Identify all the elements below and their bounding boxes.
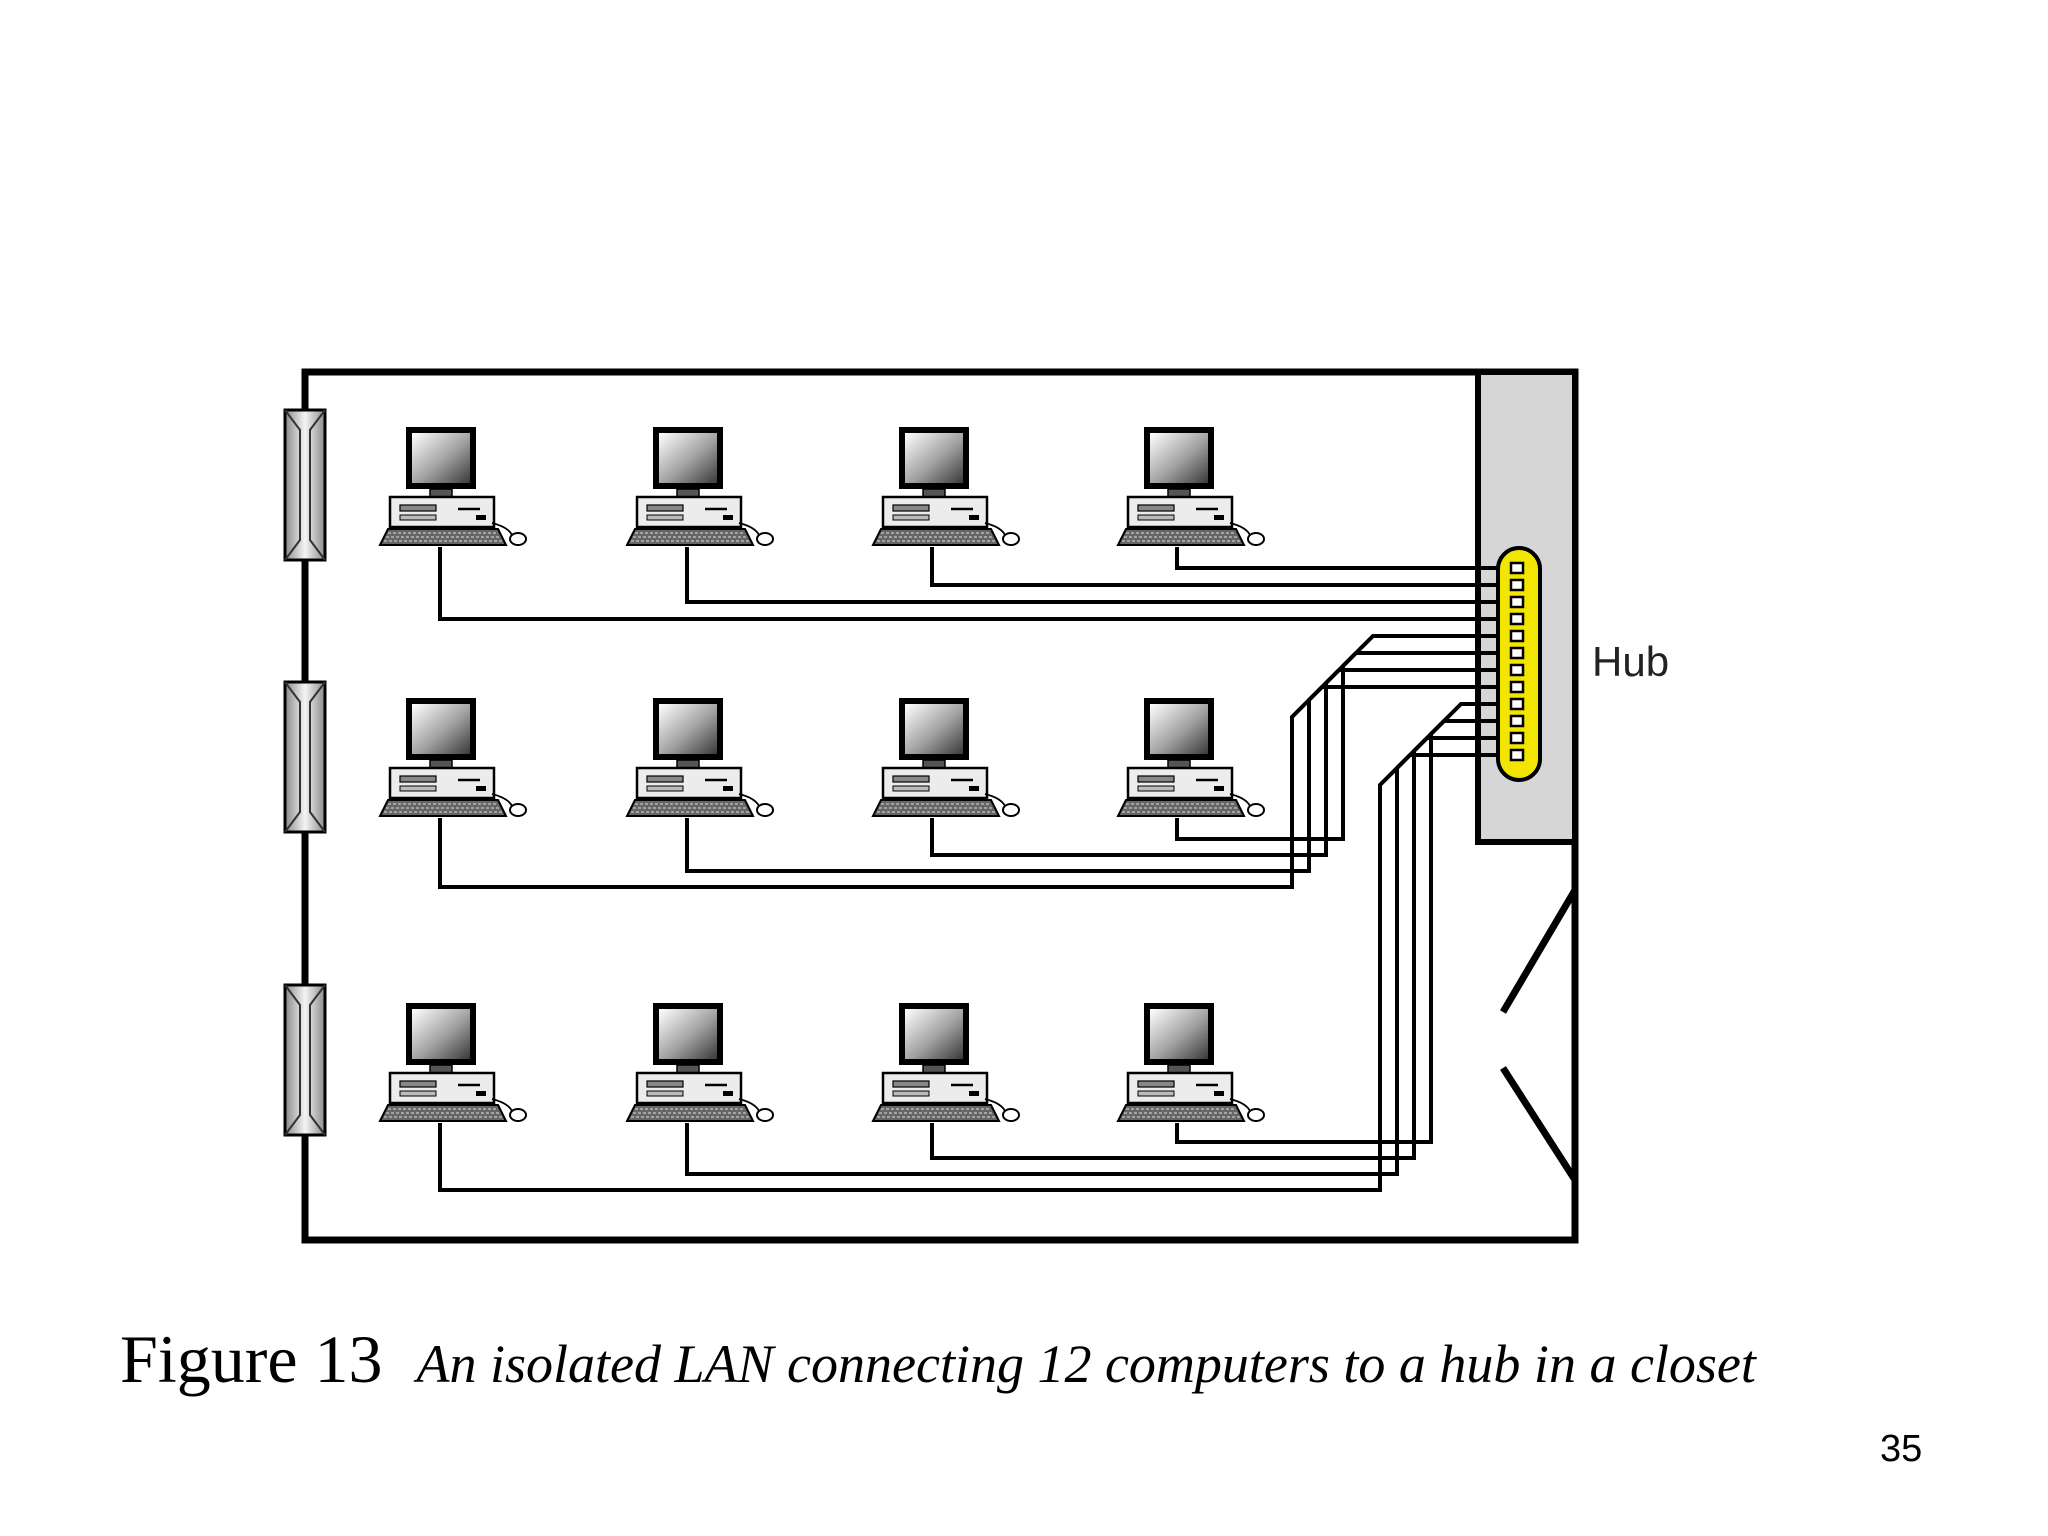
cable [930, 719, 1508, 1160]
hub-port [1509, 561, 1525, 575]
hub-port [1509, 663, 1525, 677]
hub-port [1509, 595, 1525, 609]
hub-port [1509, 714, 1525, 728]
computer-icon [378, 427, 527, 546]
computer-icon [1116, 698, 1265, 817]
window-1 [283, 408, 327, 562]
computer-icon [871, 698, 1020, 817]
closet-door [1499, 842, 1579, 1240]
computer-icon [625, 1003, 774, 1122]
hub-port [1509, 748, 1525, 762]
hub-port [1509, 612, 1525, 626]
hub-port [1509, 680, 1525, 694]
hub-port [1509, 731, 1525, 745]
hub-label: Hub [1592, 638, 1669, 685]
page-number: 35 [1880, 1428, 1923, 1470]
cable [438, 547, 1508, 621]
cable [685, 668, 1508, 873]
computer-icon [1116, 1003, 1265, 1122]
cable [1175, 634, 1508, 841]
computer-icon [871, 427, 1020, 546]
cable [438, 685, 1508, 889]
cable [685, 736, 1508, 1176]
cable [438, 753, 1508, 1192]
cables [438, 547, 1508, 1192]
cable [1175, 547, 1508, 570]
window-2 [283, 680, 327, 834]
hub-port [1509, 578, 1525, 592]
computer-icon [378, 1003, 527, 1122]
cable [685, 547, 1508, 604]
computer-icon [625, 427, 774, 546]
cable [930, 651, 1508, 857]
figure-label: Figure 13 [120, 1321, 383, 1397]
cable [930, 547, 1508, 587]
computer-icon [871, 1003, 1020, 1122]
computer-icon [378, 698, 527, 817]
hub [1496, 546, 1542, 782]
computer-icon [1116, 427, 1265, 546]
hub-port [1509, 697, 1525, 711]
window-3 [283, 983, 327, 1137]
hub-port [1509, 629, 1525, 643]
figure-caption: Figure 13 An isolated LAN connecting 12 c… [120, 1320, 1756, 1399]
computer-icon [625, 698, 774, 817]
cable [1175, 702, 1508, 1144]
figure-caption-text: An isolated LAN connecting 12 computers … [416, 1334, 1756, 1394]
hub-port [1509, 646, 1525, 660]
computers [378, 427, 1265, 1122]
